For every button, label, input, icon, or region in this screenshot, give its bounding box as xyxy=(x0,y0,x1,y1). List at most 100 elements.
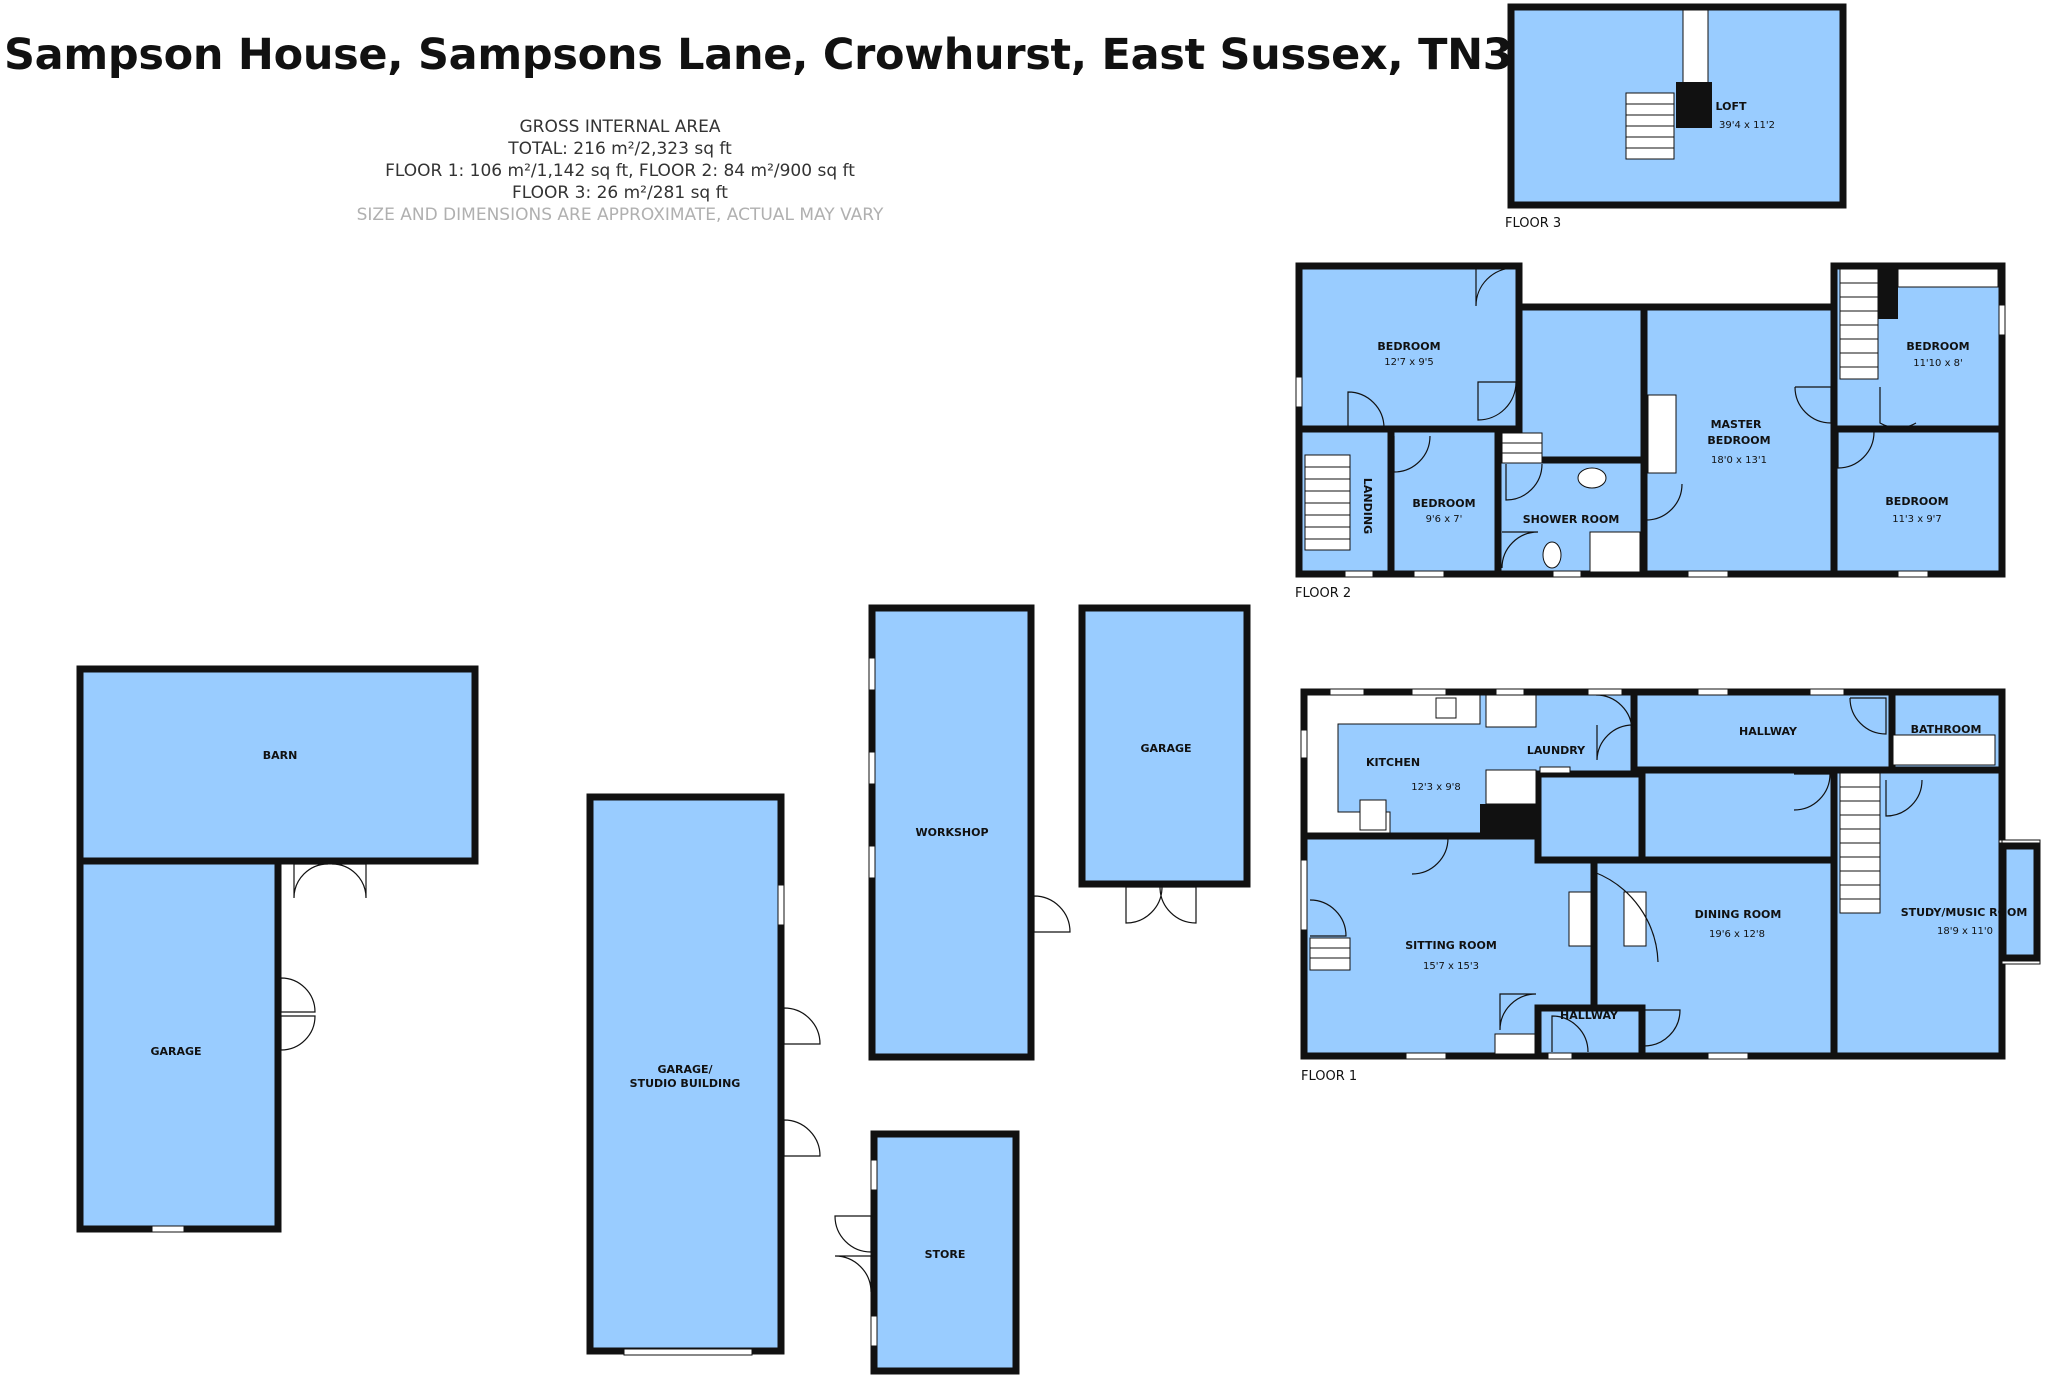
loft-dims: 39'4 x 11'2 xyxy=(1719,120,1775,131)
kitchen-hob-icon xyxy=(1359,799,1387,831)
f2-doors xyxy=(1347,267,1917,569)
garage-right-double-door xyxy=(1125,886,1197,924)
dining-room-label: DINING ROOM xyxy=(1695,908,1782,921)
f1-doors xyxy=(1309,694,1923,1053)
dining-fireplace-icon xyxy=(1623,891,1647,947)
f1-windows xyxy=(1300,688,2041,1060)
floor-2-label: FLOOR 2 xyxy=(1295,586,1351,601)
bedroom-f2-2-dims: 9'6 x 7' xyxy=(1426,514,1463,525)
landing-label: LANDING xyxy=(1361,478,1374,534)
page-title: Sampson House, Sampsons Lane, Crowhurst,… xyxy=(4,30,1653,80)
loft-label: LOFT xyxy=(1716,100,1747,113)
laundry-unit xyxy=(1485,769,1537,805)
floor-3-label: FLOOR 3 xyxy=(1505,216,1561,231)
bathroom-label: BATHROOM xyxy=(1911,723,1982,736)
shower-basin-icon xyxy=(1577,467,1607,489)
study-dims: 18'9 x 11'0 xyxy=(1937,926,1993,937)
bedroom-f2-1-dims: 12'7 x 9'5 xyxy=(1384,357,1434,368)
garage-right-room xyxy=(1078,604,1251,888)
hallway-step xyxy=(1494,1033,1536,1055)
kitchen-label: KITCHEN xyxy=(1366,756,1420,769)
shower-toilet-icon xyxy=(1542,541,1562,569)
study-bay-window xyxy=(1999,842,2041,962)
bedroom-f2-4-label: BEDROOM xyxy=(1885,495,1948,508)
hallway-top-label: HALLWAY xyxy=(1739,725,1798,738)
area-disclaimer: SIZE AND DIMENSIONS ARE APPROXIMATE, ACT… xyxy=(356,205,884,225)
bedroom-f2-4-dims: 11'3 x 9'7 xyxy=(1892,514,1942,525)
bedroom-f2-3-dims: 11'10 x 8' xyxy=(1913,358,1963,369)
hallway-bottom-label: HALLWAY xyxy=(1560,1009,1619,1022)
bedroom-f2-1-label: BEDROOM xyxy=(1377,340,1440,353)
store-room xyxy=(870,1130,1020,1375)
bath-icon xyxy=(1892,734,1996,766)
dining-upper-room xyxy=(1638,766,1838,864)
bedroom-f2-2-label: BEDROOM xyxy=(1412,497,1475,510)
shower-stairs xyxy=(1501,432,1543,464)
bedroom-f2-3-label: BEDROOM xyxy=(1906,340,1969,353)
garage-left-double-door xyxy=(280,977,316,1051)
sitting-fireplace-icon xyxy=(1568,891,1592,947)
floor-1-label: FLOOR 1 xyxy=(1301,1069,1357,1084)
store-window-2 xyxy=(870,1315,878,1347)
floor-3: LOFT 39'4 x 11'2 FLOOR 3 xyxy=(1505,3,1847,231)
barn-double-door xyxy=(293,863,367,899)
laundry-appliances xyxy=(1485,694,1537,728)
barn-room xyxy=(76,665,479,865)
loft-chimney-stack xyxy=(1676,82,1712,128)
garage-studio-label-2: STUDIO BUILDING xyxy=(630,1077,741,1090)
shower-room-label: SHOWER ROOM xyxy=(1523,513,1620,526)
study-label: STUDY/MUSIC ROOM xyxy=(1901,906,2028,919)
area-total: TOTAL: 216 m²/2,323 sq ft xyxy=(508,139,732,159)
barn-label: BARN xyxy=(263,749,298,762)
kitchen-dims: 12'3 x 9'8 xyxy=(1411,782,1461,793)
garage-studio-label-1: GARAGE/ xyxy=(657,1063,713,1076)
area-heading: GROSS INTERNAL AREA xyxy=(519,117,721,137)
garage-left-label: GARAGE xyxy=(150,1045,201,1058)
bedroom-f2-2-room xyxy=(1387,425,1502,578)
bedroom-f2-1-room xyxy=(1295,262,1523,433)
workshop-window-3 xyxy=(868,845,876,879)
area-floor-3: FLOOR 3: 26 m²/281 sq ft xyxy=(512,183,728,203)
master-bedroom-label-1: MASTER xyxy=(1711,418,1762,431)
f1-stairs xyxy=(1839,772,1881,914)
f1-cupboard-room xyxy=(1534,770,1646,864)
kitchen-sink-icon xyxy=(1435,697,1457,719)
f2-windows xyxy=(1295,304,2006,578)
laundry-label: LAUNDRY xyxy=(1527,744,1586,757)
outbuildings: BARN GARAGE GARAGE/ STUDIO BUILDING WORK… xyxy=(76,604,1251,1375)
store-double-door xyxy=(834,1215,872,1293)
store-window-1 xyxy=(870,1159,878,1191)
studio-roller-door xyxy=(623,1348,753,1356)
studio-window xyxy=(777,884,785,926)
master-bedroom-label-2: BEDROOM xyxy=(1707,434,1770,447)
landing-stairs xyxy=(1304,454,1351,551)
floor-1: KITCHEN 12'3 x 9'8 LAUNDRY HALLWAY BATHR… xyxy=(1300,688,2041,1084)
master-bedroom-room xyxy=(1640,303,1838,578)
studio-door-1 xyxy=(783,1007,821,1045)
f2-stairs-right xyxy=(1839,268,1879,380)
gross-internal-area: GROSS INTERNAL AREA TOTAL: 216 m²/2,323 … xyxy=(300,116,940,226)
garage-left-window xyxy=(151,1225,185,1233)
shower-tray xyxy=(1589,531,1641,573)
workshop-window-2 xyxy=(868,751,876,785)
studio-door-2 xyxy=(783,1119,821,1157)
dining-room-dims: 19'6 x 12'8 xyxy=(1709,929,1765,940)
master-bedroom-dims: 18'0 x 13'1 xyxy=(1711,455,1767,466)
sitting-room-label: SITTING ROOM xyxy=(1405,939,1497,952)
sitting-stairs xyxy=(1309,937,1351,971)
kitchen-counter xyxy=(1306,694,1481,834)
workshop-label: WORKSHOP xyxy=(915,826,988,839)
workshop-room xyxy=(868,604,1035,1061)
workshop-window-1 xyxy=(868,657,876,691)
workshop-door xyxy=(1033,895,1071,933)
sitting-room-dims: 15'7 x 15'3 xyxy=(1423,961,1479,972)
floor-2: BEDROOM 12'7 x 9'5 BEDROOM 9'6 x 7' LAND… xyxy=(1295,262,2006,601)
garage-right-label: GARAGE xyxy=(1140,742,1191,755)
f2-chimney xyxy=(1878,269,1898,319)
store-label: STORE xyxy=(925,1248,966,1261)
loft-chimney xyxy=(1682,9,1709,86)
f1-chimney xyxy=(1480,804,1538,836)
loft-stairs xyxy=(1625,92,1675,160)
area-floors-1-2: FLOOR 1: 106 m²/1,142 sq ft, FLOOR 2: 84… xyxy=(385,161,855,181)
